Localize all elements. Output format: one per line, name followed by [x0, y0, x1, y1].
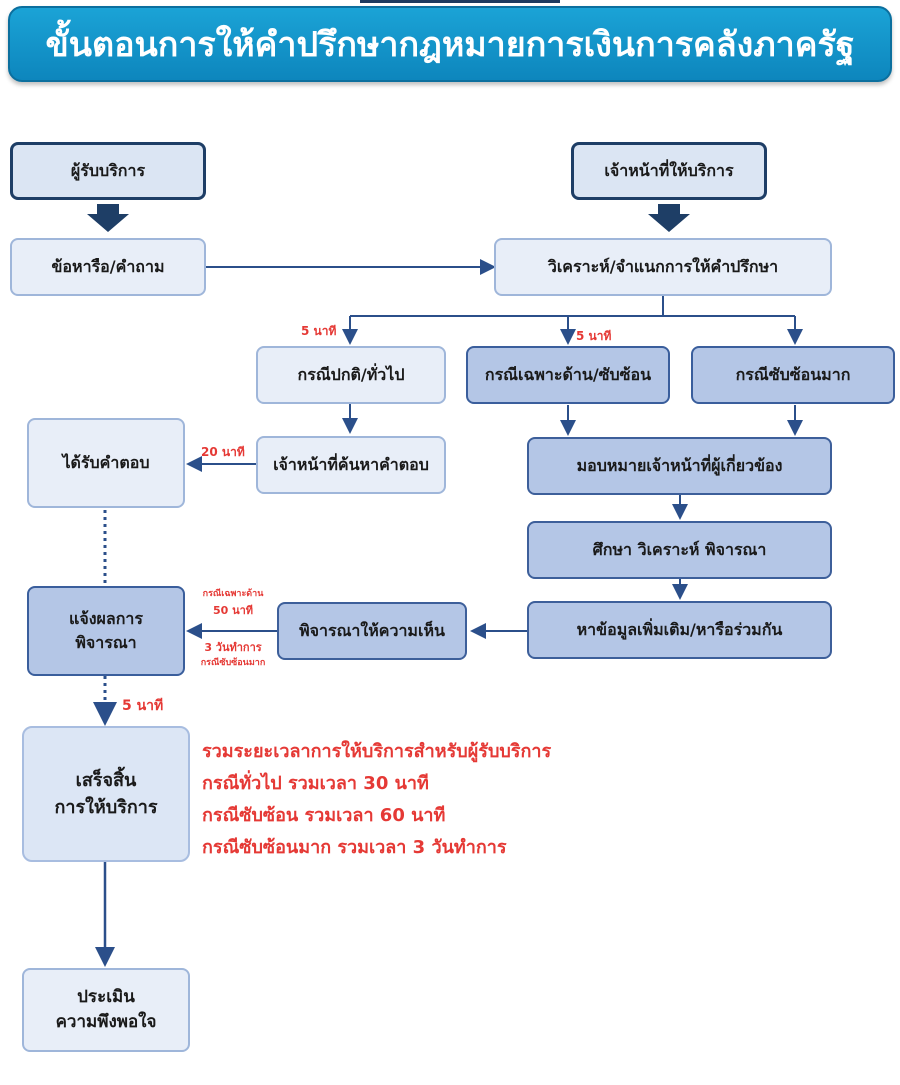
down-arrow-staff [648, 204, 690, 232]
time-label-general-branch: 5 นาที [301, 324, 337, 338]
time-label-finish: 5 นาที [122, 698, 164, 714]
time-label-specific-case: กรณีเฉพาะด้าน [202, 589, 264, 599]
time-label-very-complex-case: กรณีซับซ้อนมาก [200, 658, 266, 668]
time-label-specific-minutes: 50 นาที [212, 604, 254, 617]
box-case-general: กรณีปกติ/ทั่วไป [256, 346, 446, 404]
notify-line-1: แจ้งผลการ [69, 609, 143, 628]
box-case-specific: กรณีเฉพาะด้าน/ซับซ้อน [466, 346, 670, 404]
down-arrow-recipient [87, 204, 129, 232]
box-assign-staff: มอบหมายเจ้าหน้าที่ผู้เกี่ยวข้อง [527, 437, 832, 495]
summary-very-complex: กรณีซับซ้อนมาก รวมเวลา 3 วันทำการ [202, 837, 507, 858]
top-accent-line [360, 0, 560, 3]
box-study: ศึกษา วิเคราะห์ พิจารณา [527, 521, 832, 579]
box-case-very-complex: กรณีซับซ้อนมาก [691, 346, 895, 404]
box-finish: เสร็จสิ้น การให้บริการ [22, 726, 190, 862]
summary-block: รวมระยะเวลาการให้บริการสำหรับผู้รับบริกา… [202, 736, 551, 864]
box-service-staff: เจ้าหน้าที่ให้บริการ [571, 142, 767, 200]
box-receive-answer: ได้รับคำตอบ [27, 418, 185, 508]
summary-complex: กรณีซับซ้อน รวมเวลา 60 นาที [202, 805, 446, 826]
box-give-opinion: พิจารณาให้ความเห็น [277, 602, 467, 660]
box-evaluate: ประเมิน ความพึงพอใจ [22, 968, 190, 1052]
evaluate-line-1: ประเมิน [77, 986, 135, 1007]
box-notify-result: แจ้งผลการ พิจารณา [27, 586, 185, 676]
finish-line-2: การให้บริการ [54, 797, 158, 818]
summary-heading: รวมระยะเวลาการให้บริการสำหรับผู้รับบริกา… [202, 741, 552, 762]
box-question: ข้อหารือ/คำถาม [10, 238, 206, 296]
box-more-info: หาข้อมูลเพิ่มเติม/หารือร่วมกัน [527, 601, 832, 659]
finish-line-1: เสร็จสิ้น [75, 770, 137, 791]
box-staff-search: เจ้าหน้าที่ค้นหาคำตอบ [256, 436, 446, 494]
page-title: ขั้นตอนการให้คำปรึกษากฎหมายการเงินการคลั… [8, 6, 892, 82]
evaluate-line-2: ความพึงพอใจ [55, 1012, 157, 1032]
box-analyze: วิเคราะห์/จำแนกการให้คำปรึกษา [494, 238, 832, 296]
time-label-very-complex-days: 3 วันทำการ [204, 641, 262, 654]
time-label-answer: 20 นาที [201, 445, 245, 459]
notify-line-2: พิจารณา [75, 633, 137, 652]
time-label-complex-branch: 5 นาที [576, 329, 612, 343]
summary-general: กรณีทั่วไป รวมเวลา 30 นาที [202, 773, 429, 794]
box-service-recipient: ผู้รับบริการ [10, 142, 206, 200]
